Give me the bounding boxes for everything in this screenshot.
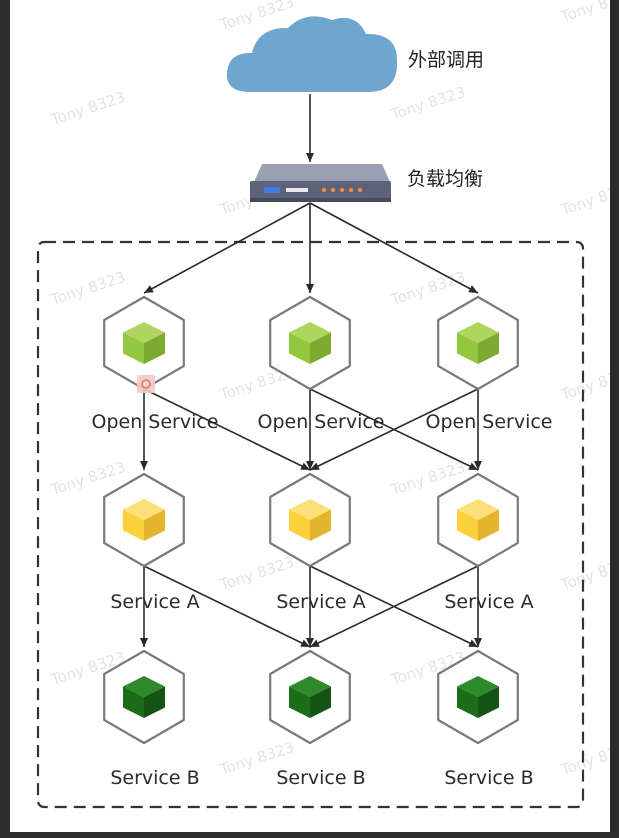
service-label: Service A [276, 591, 365, 613]
watermark-text: Tony 8323 [388, 268, 468, 309]
cube-icon [289, 676, 331, 718]
cube-icon [457, 322, 499, 364]
cube-icon [123, 322, 165, 364]
service-nodes: Open Service Open Service Open ServiceServ… [91, 295, 553, 789]
service-node: Service A [269, 472, 366, 613]
flow-arrow [143, 202, 311, 294]
load-balancer-label: 负载均衡 [407, 168, 483, 190]
watermark-text: Tony 8323 [217, 553, 297, 594]
load-balancer-icon [250, 164, 391, 202]
service-label: Service B [444, 767, 533, 789]
service-node: Open Service [91, 295, 219, 433]
cube-icon [289, 499, 331, 541]
watermark-text: Tony 8323 [558, 0, 610, 26]
service-node: Service B [437, 649, 534, 789]
watermark-text: Tony 8323 [48, 88, 128, 129]
cube-icon [457, 499, 499, 541]
connection-arrows [140, 94, 482, 648]
watermark-text: Tony 8323 [558, 178, 610, 219]
service-node: Service B [269, 649, 366, 789]
cloud-icon [226, 16, 398, 92]
cube-icon [289, 322, 331, 364]
flow-arrow [143, 565, 311, 648]
service-node: Service A [103, 472, 200, 613]
service-node: Open Service [425, 295, 553, 433]
flow-arrow [309, 388, 479, 471]
service-node: Open Service [257, 295, 385, 433]
service-node: Service A [437, 472, 534, 613]
cube-icon [457, 676, 499, 718]
flow-arrow [309, 565, 479, 648]
service-label: Open Service [257, 411, 384, 433]
service-label: Open Service [425, 411, 552, 433]
service-node: Service B [103, 649, 200, 789]
service-label: Service A [110, 591, 199, 613]
watermark-text: Tony 8323 [388, 83, 468, 124]
service-label: Service B [110, 767, 199, 789]
service-label: Service A [444, 591, 533, 613]
flow-arrow [143, 388, 311, 471]
watermark-text: Tony 8323 [48, 268, 128, 309]
service-label: Service B [276, 767, 365, 789]
cube-icon [123, 499, 165, 541]
external-call-label: 外部调用 [408, 49, 484, 71]
flow-arrow [309, 202, 479, 294]
cube-icon [123, 676, 165, 718]
service-label: Open Service [91, 411, 218, 433]
marker-badge [137, 375, 155, 393]
